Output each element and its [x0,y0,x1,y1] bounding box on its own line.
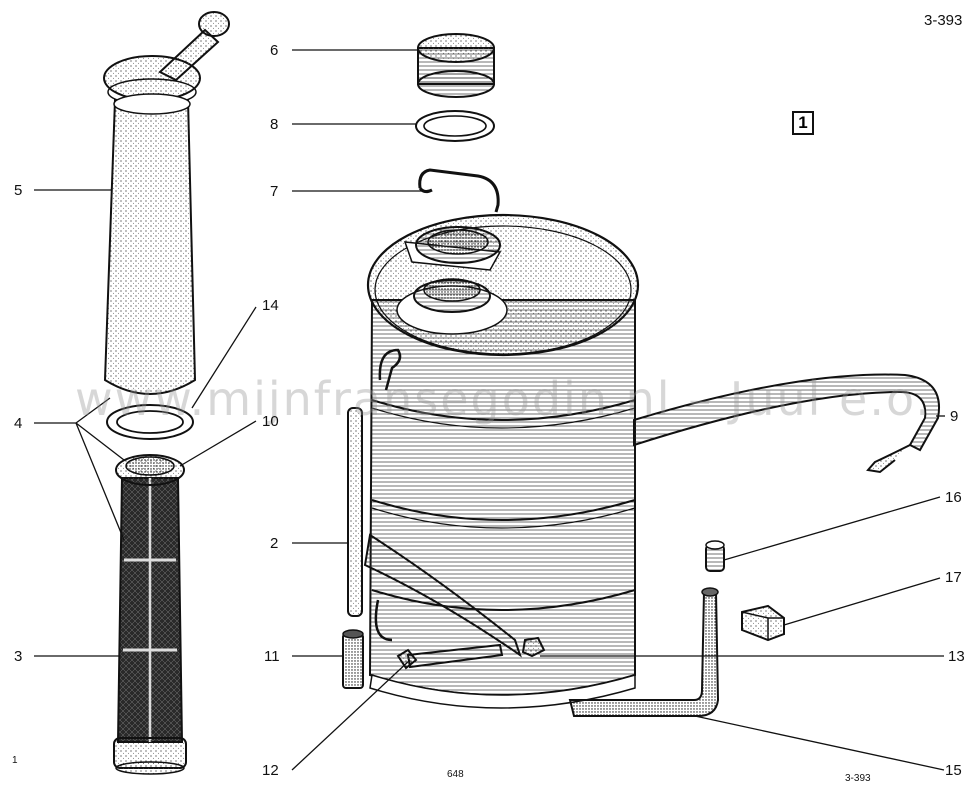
watermark: www.mijnfransegodin.nl – Juul e.o. [75,372,932,426]
callout-9: 9 [950,408,959,425]
callout-7: 7 [270,183,279,200]
callout-8: 8 [270,116,279,133]
figure-number: 1 [792,111,814,135]
callout-3: 3 [14,648,23,665]
bolt [396,643,504,670]
callout-5: 5 [14,182,23,199]
rubber-block [741,604,785,642]
callout-15: 15 [945,762,962,779]
strap [363,373,940,658]
callout-12: 12 [262,762,279,779]
callout-10: 10 [262,413,279,430]
callout-2: 2 [270,535,279,552]
callout-16: 16 [945,489,962,506]
cap-gasket [415,110,495,142]
hose-piece [342,629,364,689]
fuel-line [568,587,720,717]
pump-handle [158,11,230,82]
filler-cap [417,33,495,98]
page-number: 1 [12,755,18,766]
strainer-basket [113,454,187,775]
callout-4: 4 [14,415,23,432]
callout-13: 13 [948,648,965,665]
callout-14: 14 [262,297,279,314]
wire-hook [418,168,500,213]
callout-6: 6 [270,42,279,59]
leader-lines [34,49,945,771]
sealing-ring [106,404,194,440]
nut [521,636,546,658]
drawing-number: 648 [447,769,464,780]
callout-17: 17 [945,569,962,586]
pump-tube [103,55,201,395]
pipe-rod [347,407,363,617]
small-plug [705,540,725,572]
callout-11: 11 [264,648,280,665]
plate-id-bottom: 3-393 [845,773,871,784]
plate-id-top: 3-393 [924,12,963,29]
